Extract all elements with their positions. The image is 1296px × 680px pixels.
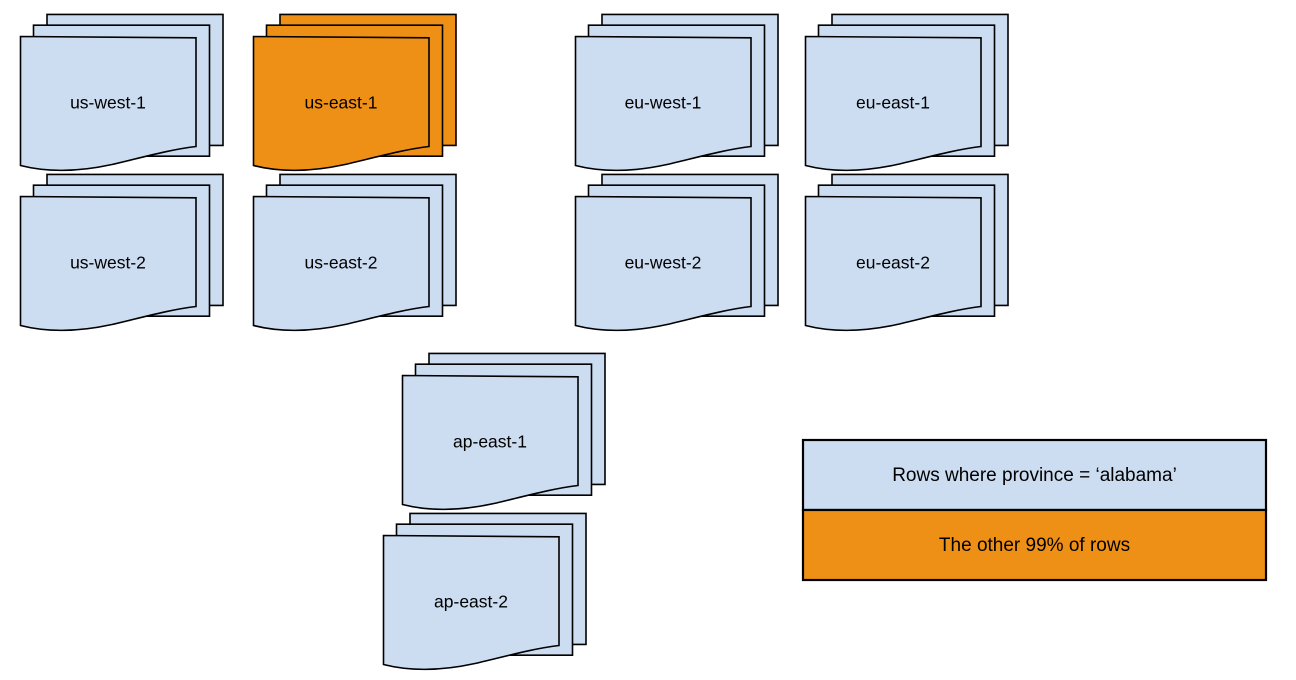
- legend-label: The other 99% of rows: [939, 535, 1130, 556]
- legend-row-legend-blue: Rows where province = ‘alabama’: [801, 438, 1268, 512]
- region-stack-label: us-west-1: [70, 93, 146, 113]
- region-stack-eu-west-1[interactable]: eu-west-1: [574, 13, 779, 172]
- region-stack-label: eu-east-1: [856, 93, 930, 113]
- region-stack-label: us-east-2: [305, 253, 378, 273]
- region-stack-label: us-east-1: [305, 93, 378, 113]
- region-stack-ap-east-1[interactable]: ap-east-1: [401, 352, 606, 511]
- region-stack-us-west-1[interactable]: us-west-1: [19, 13, 224, 172]
- legend-swatch-blue: [801, 438, 1268, 512]
- region-stack-label: eu-west-2: [625, 253, 702, 273]
- legend-swatch-orange: [801, 508, 1268, 582]
- region-stack-label: us-west-2: [70, 253, 146, 273]
- region-stack-eu-east-1[interactable]: eu-east-1: [804, 13, 1009, 172]
- region-stack-us-east-2[interactable]: us-east-2: [252, 173, 457, 332]
- region-stack-eu-east-2[interactable]: eu-east-2: [804, 173, 1009, 332]
- region-stack-label: ap-east-2: [434, 592, 508, 612]
- region-stack-label: eu-west-1: [625, 93, 702, 113]
- region-stack-us-east-1[interactable]: us-east-1: [252, 13, 457, 172]
- region-stack-ap-east-2[interactable]: ap-east-2: [382, 512, 587, 671]
- region-stack-eu-west-2[interactable]: eu-west-2: [574, 173, 779, 332]
- region-stack-us-west-2[interactable]: us-west-2: [19, 173, 224, 332]
- legend-row-legend-orange: The other 99% of rows: [801, 508, 1268, 582]
- legend-label: Rows where province = ‘alabama’: [892, 465, 1177, 486]
- region-stacks-layer: us-west-1 us-east-1 eu-west-1 eu-east-1 us-w…: [19, 13, 1009, 671]
- region-stack-label: ap-east-1: [453, 432, 527, 452]
- region-stack-label: eu-east-2: [856, 253, 930, 273]
- legend: Rows where province = ‘alabama’ The other…: [801, 438, 1268, 582]
